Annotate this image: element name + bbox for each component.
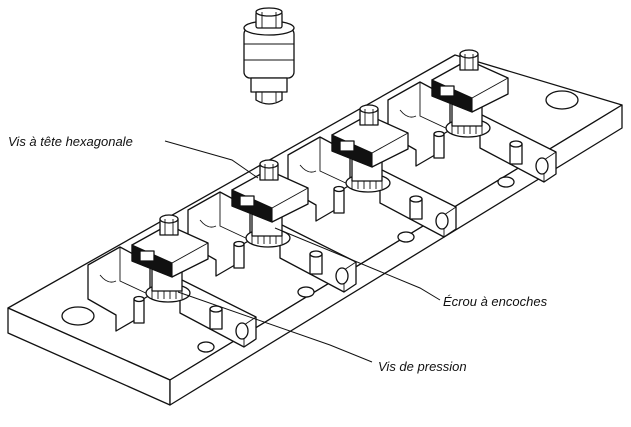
- hex-screw-top: [259, 159, 279, 169]
- base-plate-top-face: [7, 54, 623, 381]
- label-pressure-screw: Vis de pression: [378, 359, 467, 374]
- screw-hex-top: [255, 7, 283, 17]
- clamp-units: [87, 49, 557, 353]
- clamp-unit: [87, 214, 257, 353]
- clamp-unit: [287, 104, 457, 243]
- guide-pin: [433, 133, 445, 159]
- label-notched-nut: Écrou à encoches: [443, 294, 548, 309]
- leader-notched-nut: [274, 227, 441, 301]
- mounting-hole-left: [61, 306, 95, 326]
- clamp-slot: [339, 140, 355, 152]
- clamp-slot: [139, 250, 155, 262]
- base-hole: [297, 286, 315, 298]
- clamp-slot: [239, 195, 255, 207]
- clamp-unit: [187, 159, 357, 298]
- arm-hole: [335, 267, 349, 285]
- base-hole: [197, 341, 215, 353]
- hex-screw-top: [159, 214, 179, 224]
- screw-shank: [250, 77, 288, 93]
- guide-pin: [233, 243, 245, 269]
- clamp-unit: [387, 49, 557, 188]
- arm-hole: [435, 212, 449, 230]
- screw-tip: [255, 91, 283, 105]
- base-plate: [7, 54, 623, 406]
- mounting-hole-right: [545, 90, 579, 110]
- hex-screw-top: [459, 49, 479, 59]
- arm-hole: [235, 322, 249, 340]
- guide-pin: [333, 188, 345, 214]
- leader-hex-screw: [164, 140, 259, 179]
- label-hex-screw: Vis à tête hexagonale: [8, 134, 133, 149]
- base-hole: [497, 176, 515, 188]
- arm-hole: [535, 157, 549, 175]
- leader-pressure-screw: [177, 291, 373, 363]
- base-hole: [397, 231, 415, 243]
- clamp-slot: [439, 85, 455, 97]
- guide-pin: [133, 298, 145, 324]
- loose-hex-screw: [243, 7, 295, 105]
- hex-screw-top: [359, 104, 379, 114]
- callouts: Vis à tête hexagonale Écrou à encoches V…: [8, 134, 548, 374]
